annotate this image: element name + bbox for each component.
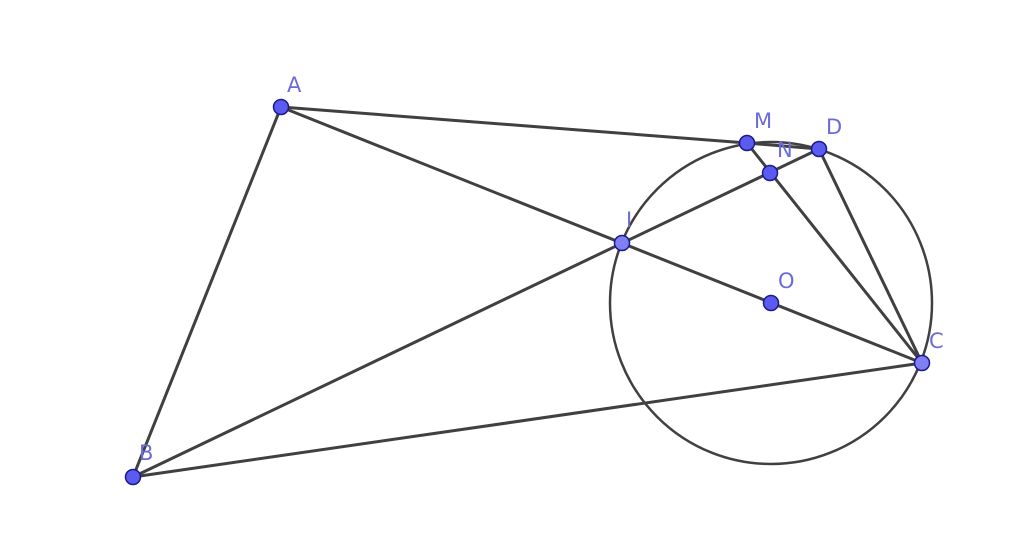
point-D[interactable] bbox=[810, 140, 828, 158]
circles-layer bbox=[608, 140, 934, 466]
labels-layer: A B C D MN I O bbox=[139, 73, 944, 465]
segment-AB bbox=[131, 105, 283, 479]
label-O: O bbox=[778, 269, 795, 293]
label-I: I bbox=[626, 208, 632, 232]
points-layer bbox=[124, 98, 931, 486]
label-N: N bbox=[777, 138, 793, 162]
segment-DC bbox=[817, 147, 924, 365]
label-B: B bbox=[139, 441, 153, 465]
label-A: A bbox=[287, 73, 302, 97]
point-I[interactable] bbox=[613, 234, 631, 252]
point-M[interactable] bbox=[738, 134, 756, 152]
label-M: M bbox=[754, 109, 772, 133]
label-D: D bbox=[826, 115, 842, 139]
segment-AC bbox=[279, 105, 924, 365]
point-O[interactable] bbox=[762, 294, 780, 312]
segments-layer bbox=[131, 105, 924, 479]
segment-MD bbox=[745, 141, 821, 151]
point-B[interactable] bbox=[124, 468, 142, 486]
segment-BD bbox=[131, 147, 821, 479]
point-C[interactable] bbox=[913, 354, 931, 372]
segment-MC bbox=[745, 141, 924, 365]
segment-BC bbox=[131, 361, 924, 479]
label-C: C bbox=[929, 329, 944, 353]
segment-AM bbox=[279, 105, 749, 145]
point-N[interactable] bbox=[761, 164, 779, 182]
circle-O bbox=[608, 140, 934, 466]
point-A[interactable] bbox=[272, 98, 290, 116]
